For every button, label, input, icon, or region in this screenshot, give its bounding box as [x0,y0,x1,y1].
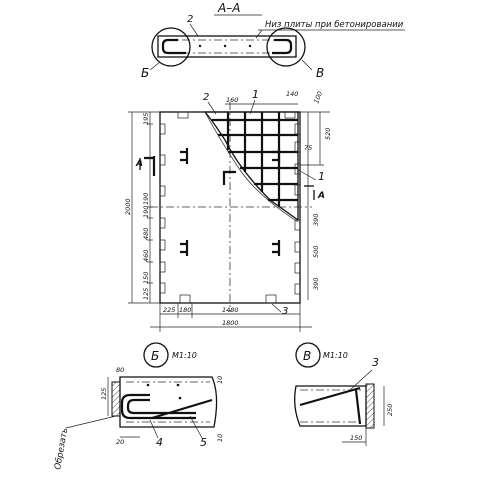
dim-bottom-1800: 1800 [222,319,239,327]
callout-label-b: Б [141,66,149,80]
section-a-a: А–А Низ плиты при бетонировании 2 Б В [141,1,405,80]
detail-v-dim-250: 250 [386,404,394,416]
detail-b-dim-10b: 10 [216,434,224,442]
plan-marker-2: 2 [203,92,209,103]
slab-section [157,35,297,58]
detail-v-title: В [303,349,311,363]
detail-b-dim-20: 20 [116,438,124,446]
dim-left-195: 195 [142,113,150,125]
detail-b-title-circle [143,342,169,368]
dim-top-160: 160 [226,96,238,104]
detail-b-dim-10a: 10 [216,376,224,384]
dim-left-480: 480 [142,228,150,240]
detail-b: Б М1:10 80 125 20 10 10 Обрезать 4 5 [53,342,224,471]
detail-v-scale: М1:10 [323,351,348,360]
dim-right-75: 75 [304,144,312,152]
dim-left-2000: 2000 [124,198,132,215]
dim-right-390a: 390 [312,214,320,226]
section-mark-right: А [317,191,325,201]
dim-top-100: 100 [312,90,324,104]
section-mark-left: А [135,159,143,169]
dim-left-150: 150 [142,272,150,284]
plan-marker-1-right: 1 [318,170,325,183]
dim-bottom-1480: 1480 [222,306,239,314]
dim-left-190b: 190 [142,193,150,205]
callout-circle-v [266,27,306,67]
detail-b-marker-4: 4 [156,436,163,449]
rebar-grid [212,112,298,207]
loops-right [294,123,301,295]
callout-circle-b [151,27,191,67]
detail-b-dim-125: 125 [100,388,108,400]
dim-bottom-225: 225 [163,306,175,314]
plan-view: А А 2 1 1 3 195 2000 190 190 480 460 [124,88,332,332]
dim-right-500: 500 [312,246,320,258]
detail-v-dim-150: 150 [350,434,362,442]
dim-right-390b: 390 [312,278,320,290]
detail-b-cut-label: Обрезать [53,427,70,470]
section-title: А–А [217,1,240,15]
left-dim-ticks [147,123,153,284]
section-note: Низ плиты при бетонировании [265,20,404,30]
dim-left-460: 460 [142,250,150,262]
dim-bottom-180: 180 [179,306,191,314]
detail-b-marker-5: 5 [200,436,207,449]
dim-right-520: 520 [324,128,332,140]
dim-left-190a: 190 [142,206,150,218]
detail-v: В М1:10 3 250 150 [294,342,394,446]
detail-b-dim-80: 80 [116,366,124,374]
section-marker-2: 2 [187,14,193,25]
plan-marker-3: 3 [282,306,288,317]
plan-marker-1-top: 1 [252,88,259,101]
detail-v-title-circle [295,342,321,368]
loops-left [159,123,166,294]
detail-b-title: Б [151,349,159,363]
detail-b-dots [146,383,182,400]
callout-label-v: В [316,66,324,80]
dim-top-140: 140 [286,90,298,98]
detail-b-scale: М1:10 [172,351,197,360]
dim-left-125: 125 [142,288,150,300]
rebar-dots [198,44,252,48]
detail-v-marker-3: 3 [372,356,379,369]
sockets [180,148,281,256]
